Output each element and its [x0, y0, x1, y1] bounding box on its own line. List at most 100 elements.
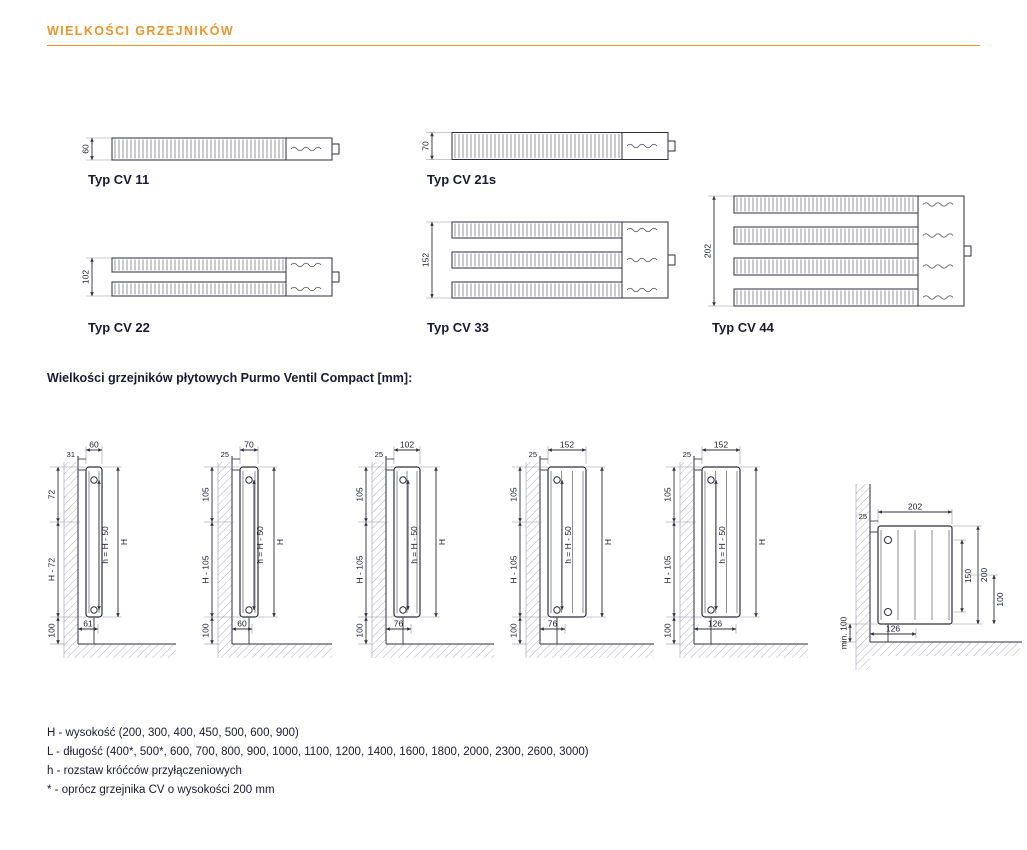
cv22-cross-section-mount: 102	[78, 248, 350, 306]
dim-label: 100	[995, 592, 1005, 606]
cv11-cross-section-diagram: 60	[81, 137, 340, 161]
cv11-type-label: Typ CV 11	[88, 172, 150, 187]
depth-dimension: 102	[81, 257, 112, 297]
dim-label: 126	[708, 619, 722, 629]
dim-label: H	[757, 539, 767, 545]
depth-dimension: 202	[703, 195, 734, 307]
dim-label: H	[119, 539, 129, 545]
vent-plug-icon	[399, 476, 407, 484]
valve-icon	[245, 606, 253, 614]
cv33-type-label: Typ CV 33	[427, 320, 489, 335]
wall-and-floor	[63, 456, 176, 658]
header-rule	[47, 45, 980, 46]
dim-label: H - 105	[202, 555, 211, 583]
dim-label: H - 105	[664, 555, 673, 583]
dim-label: 100	[202, 623, 211, 637]
cv11-cross-section-mount: 60	[78, 127, 350, 171]
dim-label: 102	[81, 270, 91, 284]
dim-label: h = H - 50	[563, 526, 573, 564]
connection-tab	[331, 271, 340, 283]
cv21s-type-label: Typ CV 21s	[427, 172, 497, 187]
dim-label: 100	[356, 623, 365, 637]
dim-label: 105	[356, 487, 365, 501]
radiator-body	[451, 132, 676, 160]
cv22-type-label: Typ CV 22	[88, 320, 150, 335]
wall-and-floor	[525, 456, 654, 658]
dim-label: 72	[48, 490, 57, 500]
dim-label: 25	[529, 450, 537, 459]
dim-label: 100	[664, 623, 673, 637]
vent-plug-icon	[707, 476, 715, 484]
radiator-body	[111, 137, 340, 161]
cv21s-cross-section-mount: 70	[418, 122, 686, 170]
valve-icon	[884, 608, 892, 616]
valve-icon	[553, 606, 561, 614]
dim-label: 102	[400, 440, 414, 450]
dim-label: H - 105	[510, 555, 519, 583]
section-title: Wielkości grzejników płytowych Purmo Ven…	[47, 371, 413, 385]
cv44-type-label: Typ CV 44	[712, 320, 774, 335]
legend: H - wysokość (200, 300, 400, 450, 500, 6…	[47, 727, 589, 803]
dim-label: H	[275, 539, 285, 545]
dim-label: 105	[510, 487, 519, 501]
dim-label: 105	[664, 487, 673, 501]
dim-label: min. 100	[840, 616, 849, 649]
dim-label: 100	[48, 623, 57, 637]
dim-label: h = H - 50	[409, 526, 419, 564]
depth-dimension: 60	[81, 137, 112, 161]
radiator-body	[451, 221, 676, 299]
connection-tab	[963, 245, 972, 257]
radiator-body	[111, 257, 340, 297]
legend-line-connections: h - rozstaw króćców przyłączeniowych	[47, 765, 242, 777]
legend-line-footnote: * - oprócz grzejnika CV o wysokości 200 …	[47, 784, 275, 796]
dim-label: h = H - 50	[100, 526, 110, 564]
dim-label: 25	[375, 450, 383, 459]
dim-label: 76	[394, 619, 404, 629]
dim-label: H	[603, 539, 613, 545]
dim-label: 60	[89, 440, 99, 450]
radiator-body	[540, 466, 587, 644]
cv21s-cross-section-diagram: 70	[421, 132, 676, 160]
valve-icon	[707, 606, 715, 614]
dim-label: 152	[714, 440, 728, 450]
vent-plug-icon	[553, 476, 561, 484]
cv44-cross-section-mount: 202	[700, 186, 982, 316]
radiator-body	[733, 195, 972, 307]
vent-plug-icon	[90, 476, 98, 484]
wall-and-floor	[855, 484, 1022, 670]
dim-label: 60	[237, 619, 247, 629]
wall-and-floor	[217, 456, 332, 658]
dim-label: 25	[221, 450, 229, 459]
wall-and-floor	[371, 456, 494, 658]
depth-dimension: 70	[421, 132, 452, 160]
dim-label: 76	[548, 619, 558, 629]
connection-tab	[667, 254, 676, 266]
dim-label: h = H - 50	[255, 526, 265, 564]
dim-label: 25	[683, 450, 691, 459]
dim-label: 202	[908, 502, 922, 512]
valve-icon	[399, 606, 407, 614]
dim-label: 152	[421, 253, 431, 267]
cv33-cross-section-mount: 152	[418, 212, 686, 308]
dim-label: 202	[703, 244, 713, 258]
radiator-body	[232, 466, 259, 644]
legend-line-height: H - wysokość (200, 300, 400, 450, 500, 6…	[47, 727, 299, 739]
cv44-cross-section-diagram: 202	[703, 195, 972, 307]
connection-tab	[667, 140, 676, 152]
radiator-body	[870, 525, 953, 642]
dim-label: 31	[67, 450, 75, 459]
dim-label: H - 72	[48, 558, 57, 581]
radiator-body	[694, 466, 741, 644]
